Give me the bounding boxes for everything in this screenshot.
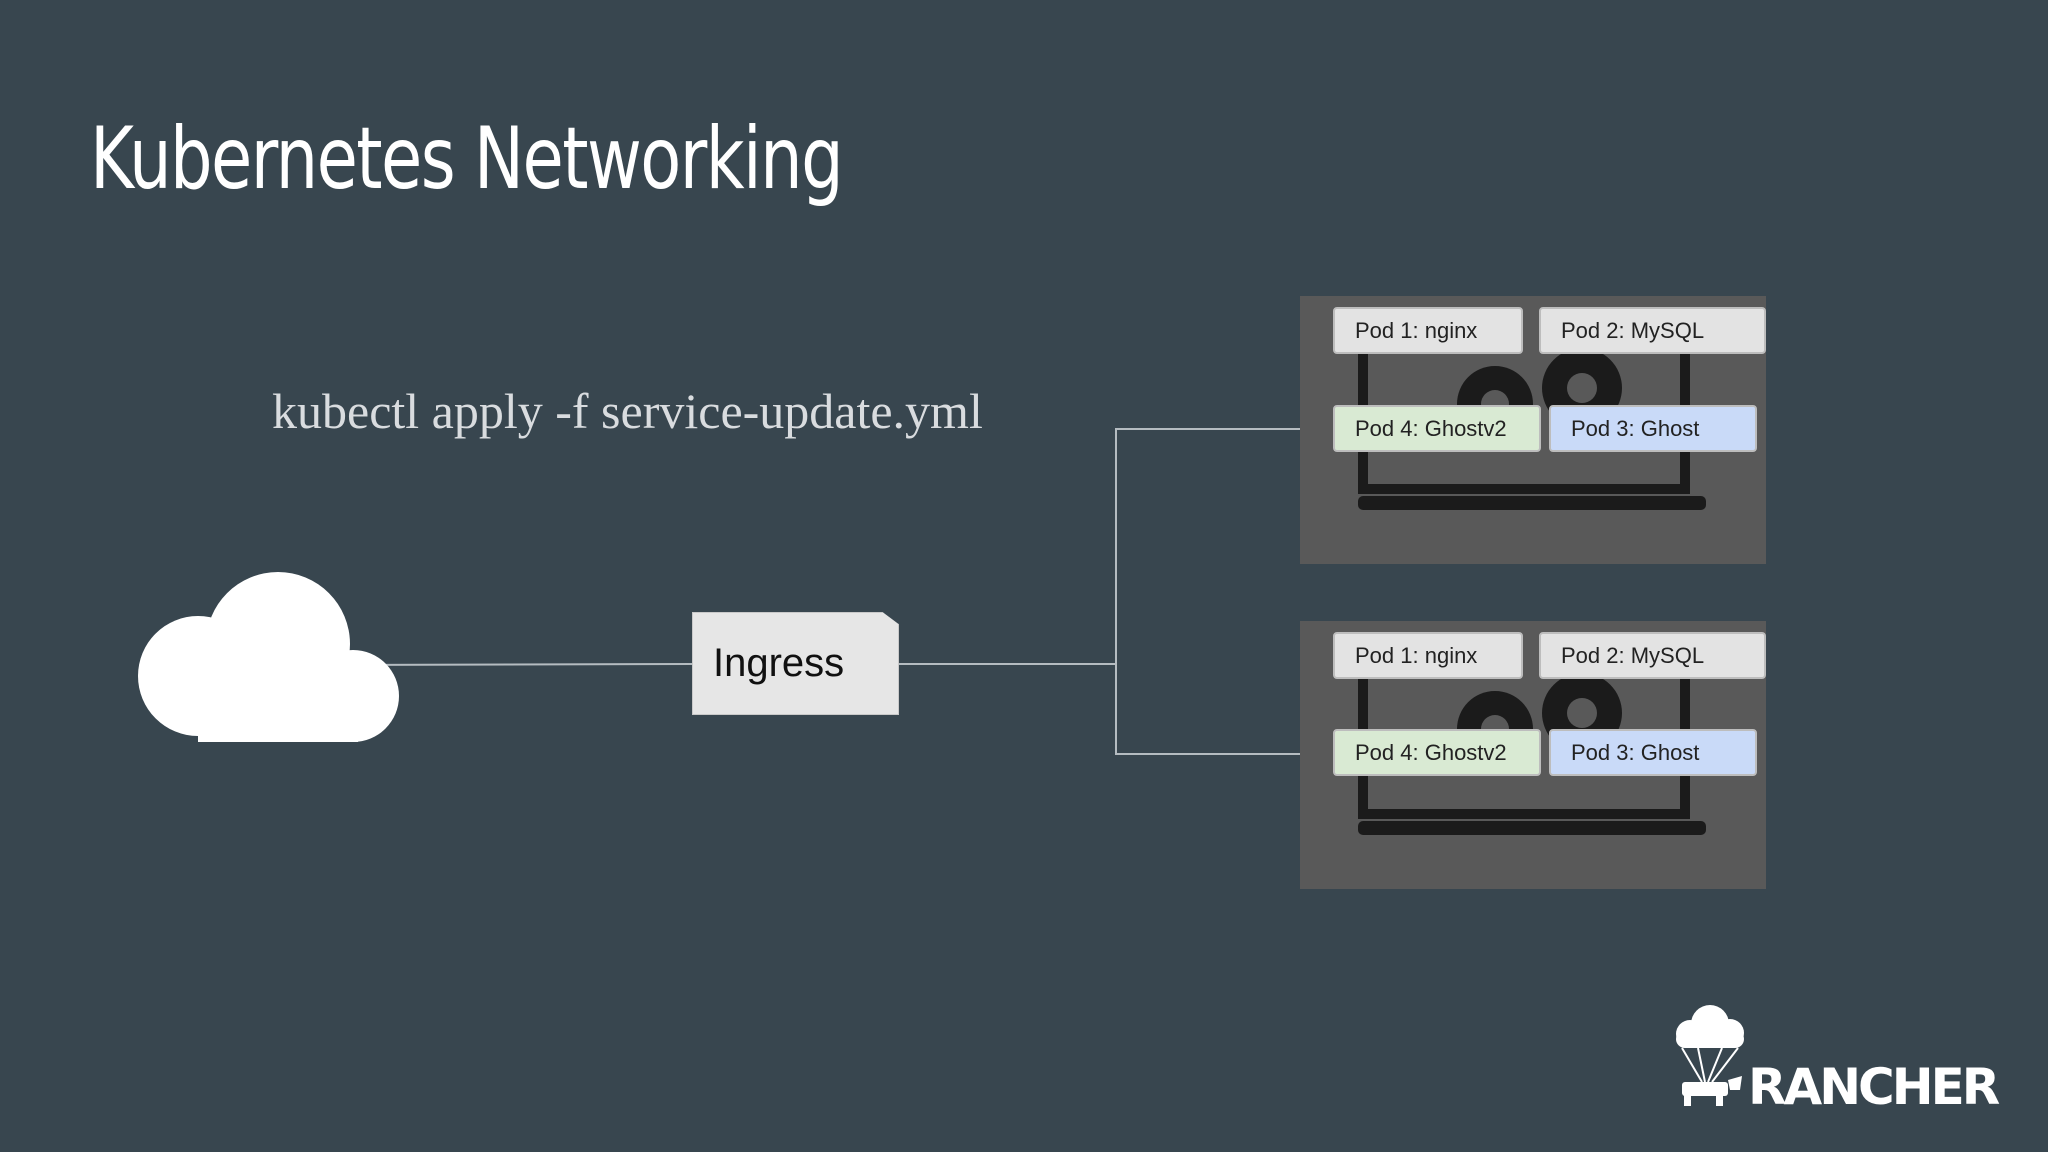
pod-nginx: Pod 1: nginx	[1333, 307, 1523, 354]
pod-mysql: Pod 2: MySQL	[1539, 307, 1766, 354]
pod-mysql: Pod 2: MySQL	[1539, 632, 1766, 679]
pod-ghostv2: Pod 4: Ghostv2	[1333, 405, 1541, 452]
pod-nginx: Pod 1: nginx	[1333, 632, 1523, 679]
node-2: Pod 1: nginx Pod 2: MySQL Pod 4: Ghostv2…	[1300, 621, 1766, 889]
ingress-box: Ingress	[692, 612, 899, 715]
pod-ghost: Pod 3: Ghost	[1549, 729, 1757, 776]
node-1: Pod 1: nginx Pod 2: MySQL Pod 4: Ghostv2…	[1300, 296, 1766, 564]
pod-ghost: Pod 3: Ghost	[1549, 405, 1757, 452]
rancher-logo-text: RANCHER	[1748, 1058, 2000, 1116]
pod-ghostv2: Pod 4: Ghostv2	[1333, 729, 1541, 776]
rancher-cow-parachute-icon	[1676, 1005, 1744, 1106]
command-text: kubectl apply -f service-update.yml	[272, 383, 983, 439]
slide-title: Kubernetes Networking	[90, 109, 844, 209]
cloud-icon	[138, 572, 399, 742]
